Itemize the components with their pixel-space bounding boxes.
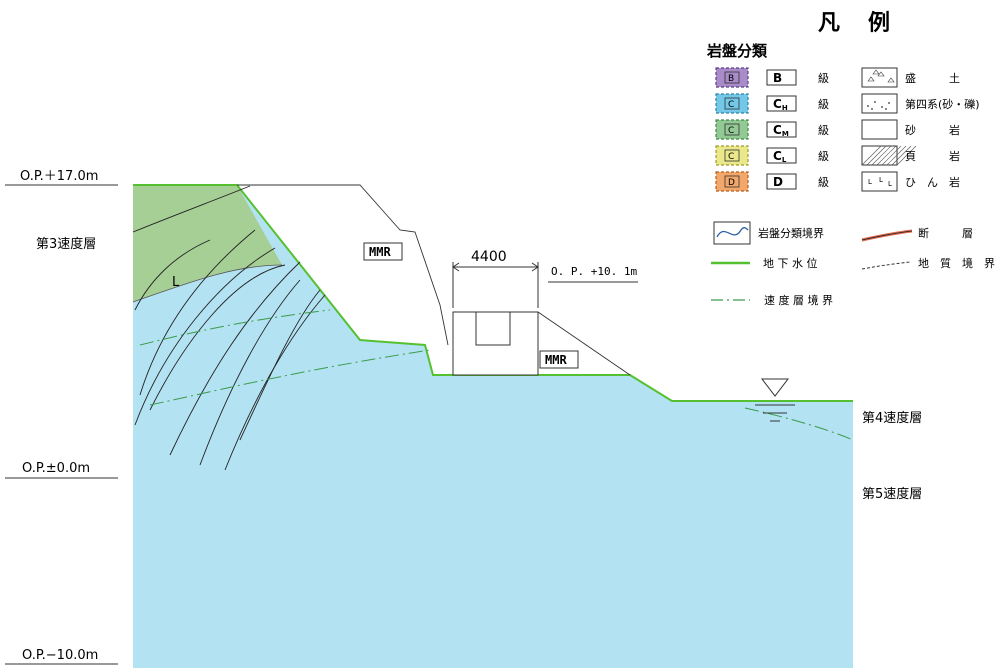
dimension-4400 xyxy=(452,262,539,308)
legend-geology-2: 砂 岩 xyxy=(861,119,960,140)
legend-geology-label: 頁 岩 xyxy=(905,149,960,163)
velocity-layer-3: 第3速度層 xyxy=(36,236,96,252)
svg-text:C: C xyxy=(728,126,734,136)
legend-grade-label: 級 xyxy=(818,98,829,111)
legend-grade-label: 級 xyxy=(818,72,829,85)
svg-text:D: D xyxy=(773,175,783,189)
legend-geology-1: 第四系(砂・礫) xyxy=(861,93,980,114)
velocity-layer-5: 第5速度層 xyxy=(862,486,922,502)
legend-line-fault: 断 層 xyxy=(861,226,973,242)
legend-rock-class-heading: 岩盤分類 xyxy=(706,42,768,60)
mmr-box-right xyxy=(539,350,579,369)
legend-geology-label: 第四系(砂・礫) xyxy=(905,97,980,111)
svg-text:B: B xyxy=(773,71,782,85)
cm-rock-zone xyxy=(133,185,282,302)
legend-line-groundwater: 地 下 水 位 xyxy=(711,256,818,270)
legend-line-rock-boundary: 岩盤分類境界 xyxy=(713,221,824,245)
legend-title: 凡例 xyxy=(818,11,918,36)
legend-grade-label: 級 xyxy=(818,150,829,163)
legend-geology-0: 盛 土 xyxy=(861,67,960,88)
legend-grade-label: 級 xyxy=(818,176,829,189)
excavation-outline xyxy=(237,184,449,346)
mmr-label-left: MMR xyxy=(369,245,391,259)
ground-surface-line xyxy=(133,184,853,402)
legend-geology-label: 砂 岩 xyxy=(905,123,960,137)
rock-mark: L xyxy=(172,275,180,290)
legend-line-label: 地 質 境 界 xyxy=(918,256,995,270)
mmr-box-left xyxy=(363,242,403,261)
rock-class-boundary xyxy=(132,264,283,303)
svg-text:B: B xyxy=(728,74,734,84)
legend-grade-label: 級 xyxy=(818,124,829,137)
groundwater-symbol xyxy=(755,378,795,422)
level-zero: O.P.±0.0m xyxy=(22,461,90,476)
legend-line-label: 速 度 層 境 界 xyxy=(764,293,833,307)
structure xyxy=(452,311,539,376)
right-slope-line xyxy=(537,311,631,376)
legend-line-label: 断 層 xyxy=(918,226,973,240)
legend-line-velocity: 速 度 層 境 界 xyxy=(711,293,833,307)
level-top: O.P.＋17.0m xyxy=(20,169,98,184)
velocity-layer-4: 第4速度層 xyxy=(862,410,922,426)
legend-line-label: 地 下 水 位 xyxy=(763,256,818,270)
mmr-label-right: MMR xyxy=(545,353,567,367)
svg-text:D: D xyxy=(728,178,735,188)
velocity-boundaries xyxy=(139,309,854,441)
structure-elevation: O. P. +10. 1m xyxy=(551,265,637,278)
dimension-label: 4400 xyxy=(471,249,507,265)
legend-geology-label: 盛 土 xyxy=(905,71,960,85)
legend-line-geo-boundary: 地 質 境 界 xyxy=(861,256,995,270)
svg-text:L: L xyxy=(868,178,872,186)
ch-rock-zone xyxy=(133,185,853,668)
legend-geology-3: 頁 岩 xyxy=(861,145,960,166)
legend-geology-label: ひ ん 岩 xyxy=(905,175,960,189)
svg-text:L: L xyxy=(888,180,892,188)
svg-text:C: C xyxy=(728,152,734,162)
svg-text:L: L xyxy=(879,176,883,184)
level-bottom: O.P.−10.0m xyxy=(22,648,98,663)
svg-text:C: C xyxy=(728,100,734,110)
legend-line-label: 岩盤分類境界 xyxy=(758,226,824,240)
fault-lines xyxy=(132,185,326,471)
